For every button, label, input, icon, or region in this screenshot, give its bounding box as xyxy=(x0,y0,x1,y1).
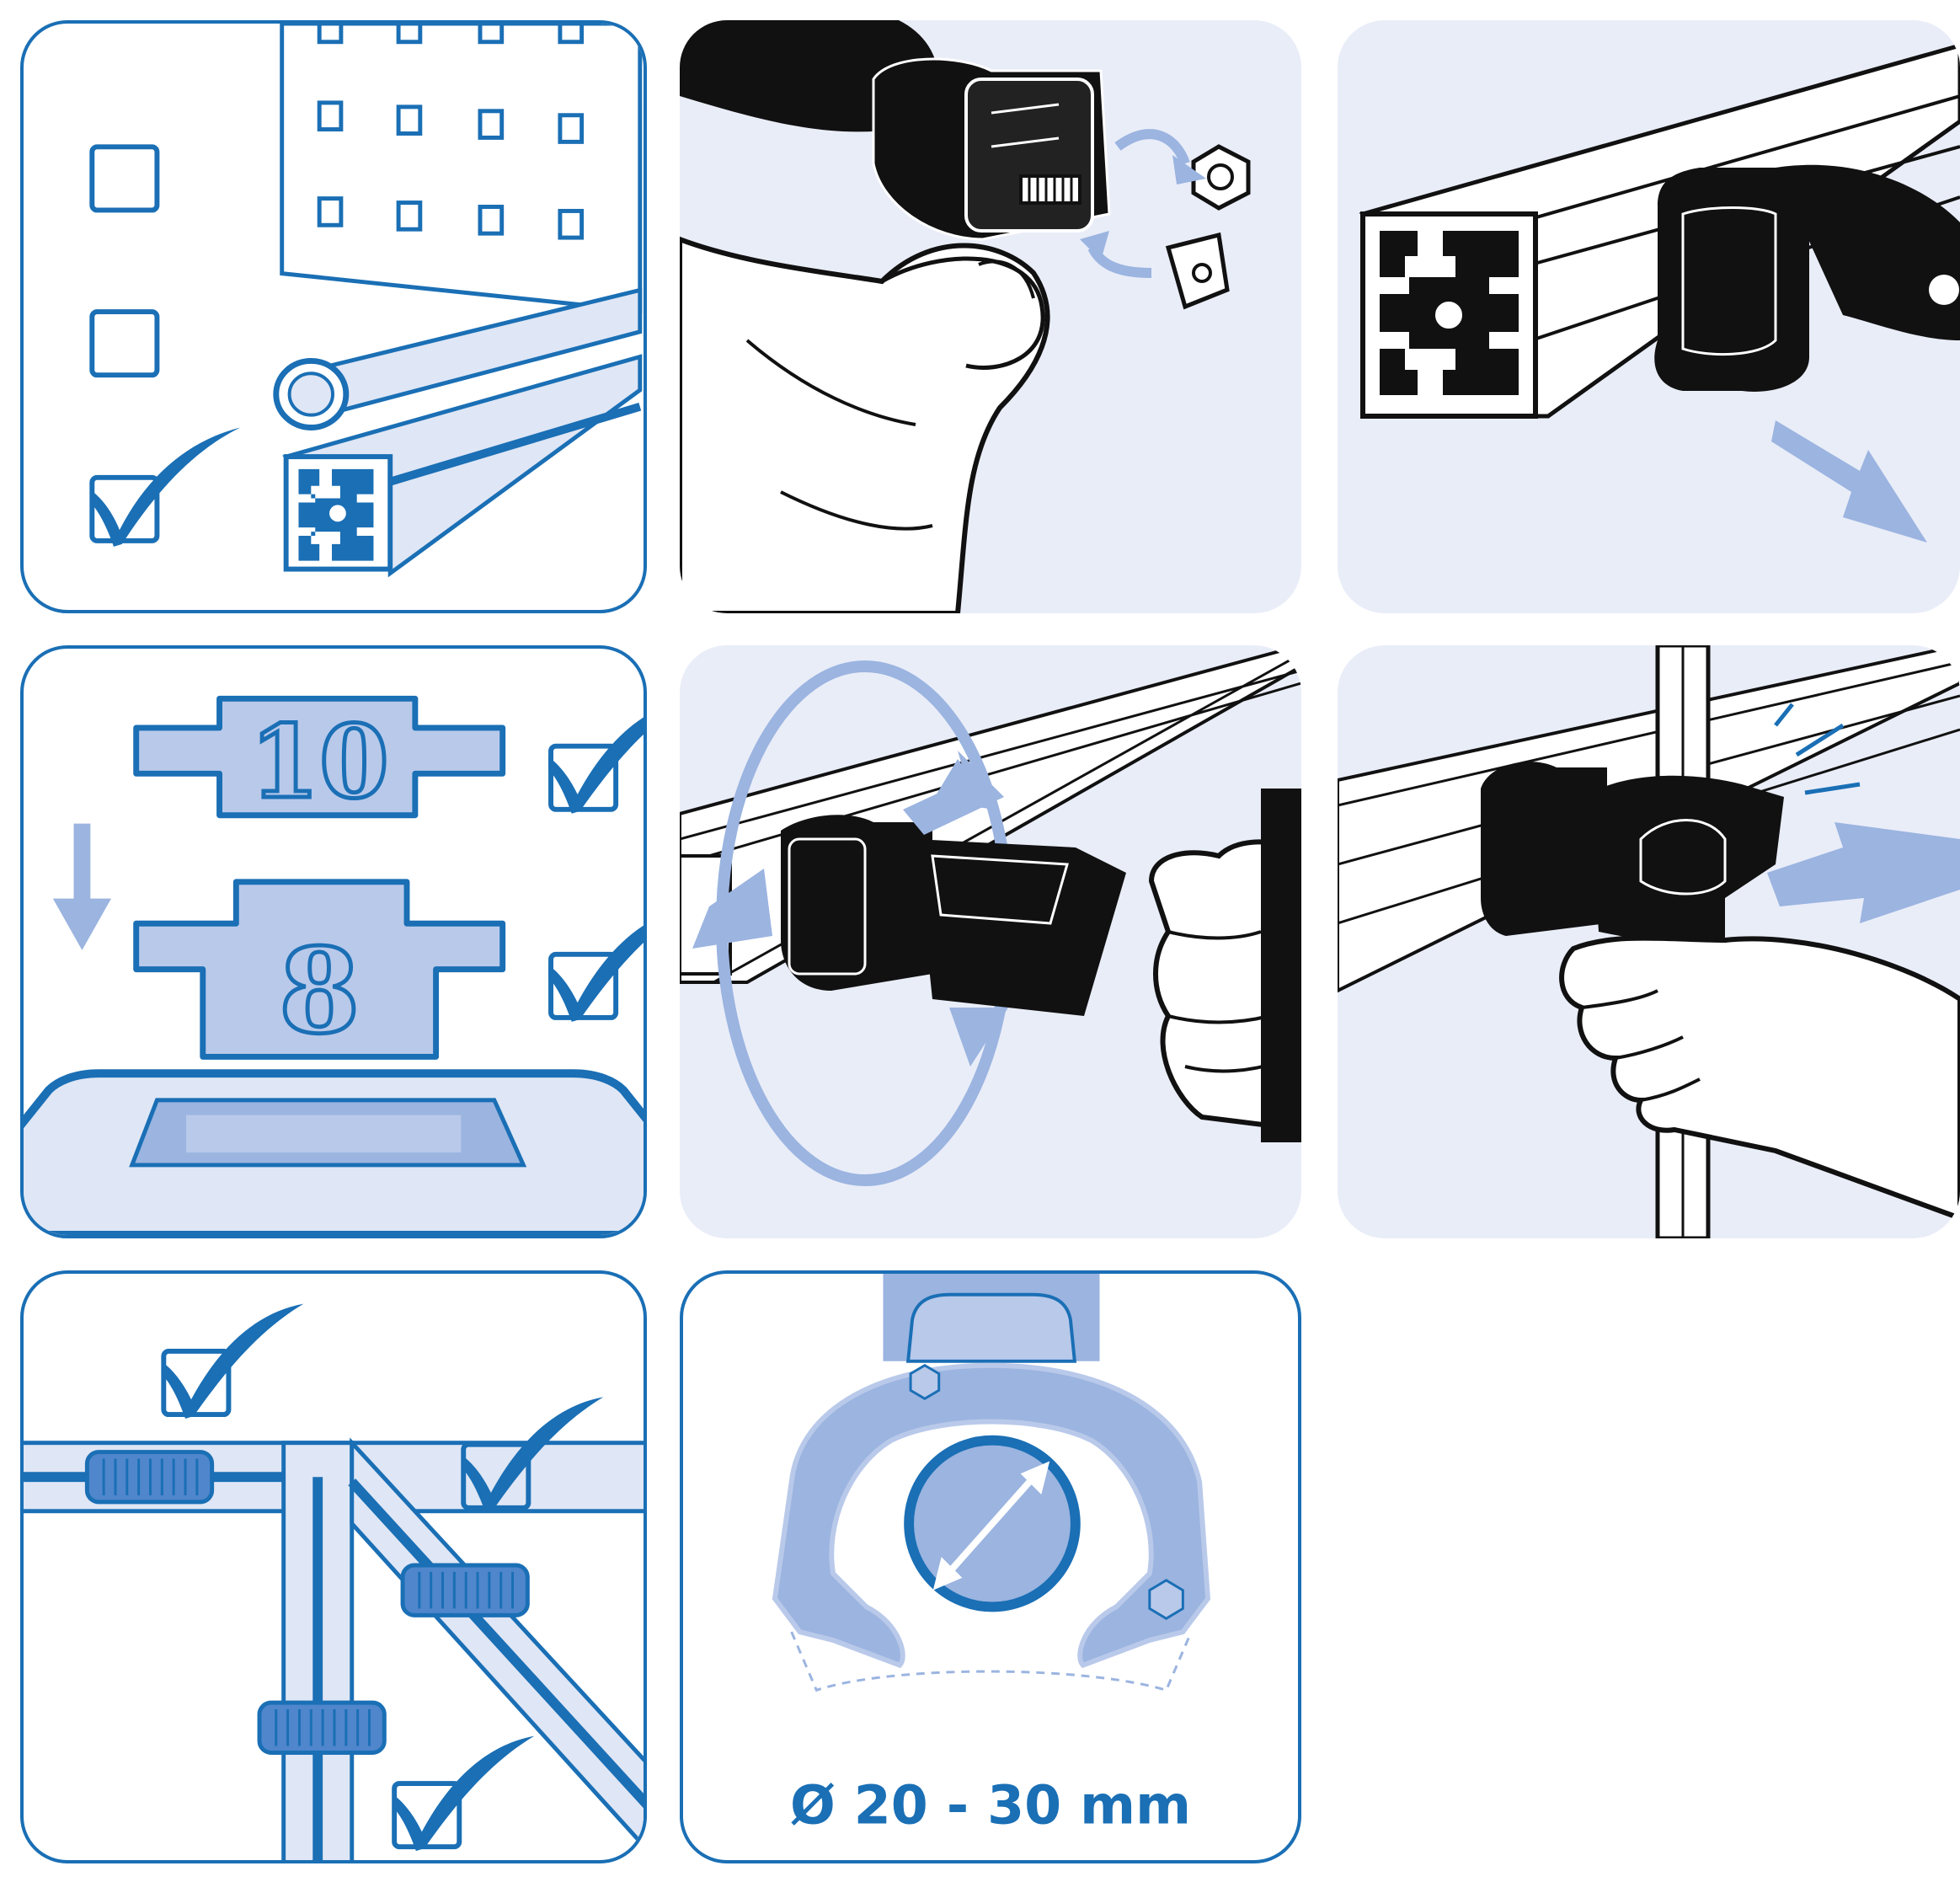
hex-nut-icon xyxy=(1191,144,1251,211)
checkmark-bottom-icon xyxy=(393,1735,535,1852)
checkbox-empty-1 xyxy=(89,144,160,213)
slot-size-10-label: 10 xyxy=(250,703,389,821)
hand-icon xyxy=(680,236,1050,613)
checkbox-10 xyxy=(548,743,619,812)
arrow-to-nut-icon xyxy=(1114,129,1190,166)
bolt-icon xyxy=(1019,174,1081,205)
panel-slot-sizes: 10 8 xyxy=(20,645,647,1238)
holder-horizontal-icon xyxy=(84,1450,215,1505)
checkmark-icon xyxy=(90,427,241,547)
click-lines-icon xyxy=(1774,703,1861,795)
t-nut-icon xyxy=(1165,232,1230,310)
panel-surface-types xyxy=(20,20,647,613)
push-arrow-left-icon xyxy=(692,869,772,949)
holder-vertical-icon xyxy=(257,1700,387,1755)
panel-tighten-rotate xyxy=(680,645,1301,1238)
holder-icon xyxy=(781,815,1126,1016)
frame-angles-illustration xyxy=(24,1303,644,1860)
checkmark-top-icon xyxy=(162,1303,304,1420)
push-arrow-right-icon xyxy=(903,751,1004,835)
double-arrow-icon xyxy=(932,1461,1050,1591)
hand-icon xyxy=(1148,789,1301,1142)
push-arrow-icon xyxy=(1767,822,1960,923)
profile-frame-icon xyxy=(24,1437,644,1860)
holder-diagonal-icon xyxy=(400,1563,530,1617)
down-arrow-icon xyxy=(52,823,112,950)
checkmark-right-icon xyxy=(462,1397,604,1512)
holder-jaw-icon xyxy=(772,1274,1211,1692)
checkbox-bottom xyxy=(392,1781,462,1850)
slot-base-icon xyxy=(24,1069,644,1235)
panel-frame-angles xyxy=(20,1270,647,1863)
checkmark-8-icon xyxy=(548,925,644,1022)
arrow-head-1 xyxy=(1172,155,1206,184)
checkbox-8 xyxy=(548,951,619,1020)
rotate-arrow-head-2 xyxy=(949,1008,1008,1067)
holder-icon xyxy=(1481,762,1784,965)
clip-tool-illustration xyxy=(1338,645,1960,1238)
slot-nut-8-icon: 8 xyxy=(133,879,506,1061)
panel-diameter-range: Ø 20 - 30 mm xyxy=(680,1270,1301,1863)
hand-icon xyxy=(1559,935,1960,1222)
slot-nut-10-icon: 10 xyxy=(133,695,506,822)
checkbox-right xyxy=(461,1441,531,1510)
checkmark-10-icon xyxy=(548,717,644,814)
aluminium-profile-icon xyxy=(282,354,643,578)
insert-bolt-nut-illustration xyxy=(680,20,1251,613)
panel-clip-tool xyxy=(1338,645,1960,1238)
tighten-rotate-illustration xyxy=(680,645,1301,1186)
panel-slide-onto-profile xyxy=(1338,20,1960,613)
panel-insert-bolt-nut xyxy=(680,20,1301,613)
tube-icon xyxy=(273,287,643,430)
perforated-panel-icon xyxy=(280,24,643,313)
slide-onto-profile-illustration xyxy=(1359,43,1960,543)
surface-types-illustration xyxy=(89,24,643,578)
checkbox-empty-2 xyxy=(89,309,160,378)
slot-sizes-illustration: 10 8 xyxy=(24,695,644,1235)
diameter-range-illustration: Ø 20 - 30 mm xyxy=(772,1274,1211,1837)
holder-icon xyxy=(1654,164,1960,392)
checkbox-checked xyxy=(89,474,160,543)
slot-size-8-label: 8 xyxy=(279,922,360,1060)
arrow-head-2 xyxy=(1080,231,1109,260)
push-arrow-icon xyxy=(1771,420,1927,543)
diameter-label: Ø 20 - 30 mm xyxy=(790,1774,1191,1837)
holder-icon xyxy=(872,57,1111,241)
checkbox-top xyxy=(161,1348,232,1418)
